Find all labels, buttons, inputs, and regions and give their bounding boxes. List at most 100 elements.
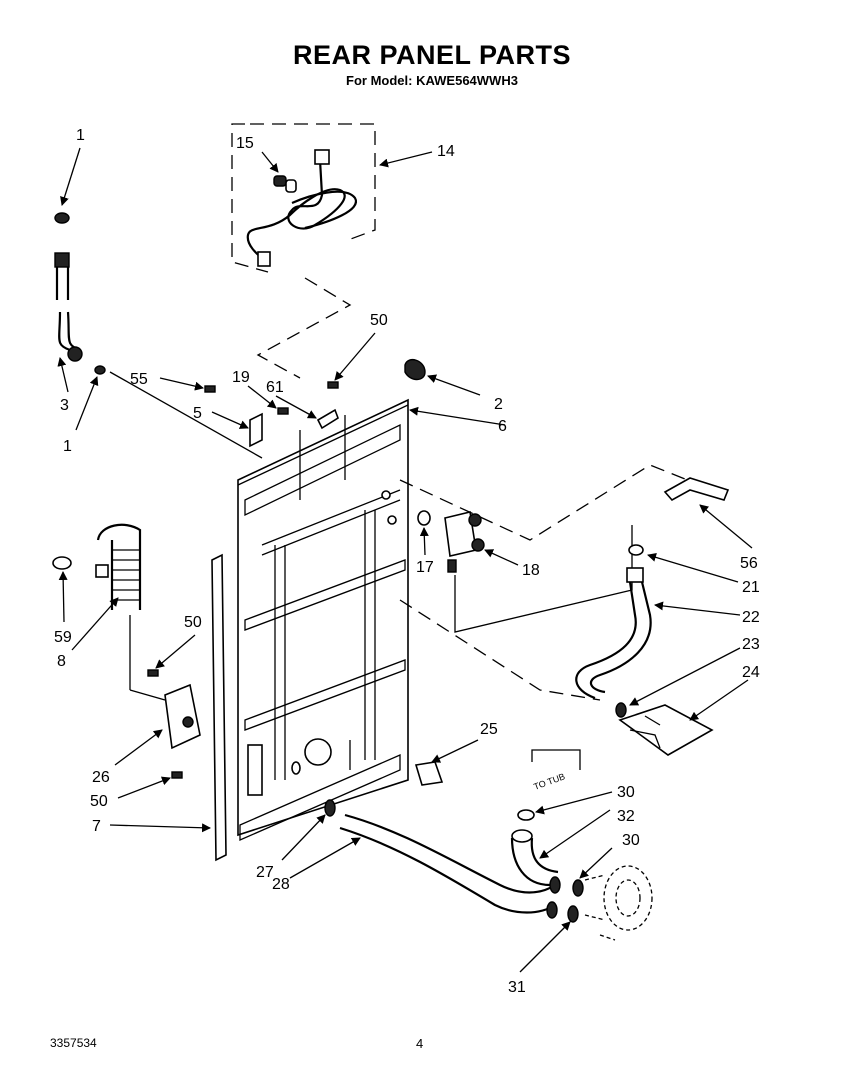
callout-30a: 30 bbox=[617, 784, 635, 801]
panel-opening bbox=[247, 744, 263, 796]
pump-hose-group bbox=[281, 749, 653, 973]
model-subtitle: For Model: KAWE564WWH3 bbox=[346, 73, 518, 88]
washer-1-icon bbox=[54, 212, 70, 224]
screw-50-top-icon bbox=[327, 381, 339, 389]
leader-1b bbox=[75, 376, 99, 431]
leader-26 bbox=[114, 729, 163, 766]
callout-8: 8 bbox=[57, 653, 66, 670]
callout-6: 6 bbox=[498, 418, 507, 435]
leader-19 bbox=[247, 385, 277, 409]
leader-32 bbox=[539, 809, 611, 859]
leader-30b bbox=[579, 847, 613, 879]
hose-nut-icon bbox=[626, 567, 644, 583]
inlet-fitting-group bbox=[54, 147, 106, 431]
panel-bottom-flange bbox=[239, 754, 401, 841]
leader-18 bbox=[484, 549, 519, 566]
leader-1a bbox=[60, 147, 81, 206]
callout-17: 17 bbox=[416, 559, 434, 576]
washer-17-icon bbox=[417, 510, 431, 526]
screw-50-low-icon bbox=[171, 771, 183, 779]
leader-28 bbox=[289, 837, 361, 879]
leader-31 bbox=[519, 921, 571, 973]
fill-hose-22-icon bbox=[575, 581, 637, 700]
leader-7 bbox=[109, 823, 211, 833]
leader-15 bbox=[261, 151, 279, 173]
callout-1a: 1 bbox=[76, 127, 85, 144]
callout-23: 23 bbox=[742, 636, 760, 653]
fitting-tube-icon bbox=[55, 267, 70, 300]
power-cord-icon bbox=[246, 149, 358, 267]
hose-28-icon bbox=[344, 813, 556, 894]
page-number: 4 bbox=[416, 1036, 424, 1051]
callout-56: 56 bbox=[740, 555, 758, 572]
leader-17 bbox=[419, 527, 429, 556]
water-valve-group bbox=[417, 510, 519, 573]
leader-55 bbox=[159, 377, 204, 391]
leader-30a bbox=[535, 791, 613, 815]
screw-50-mid-icon bbox=[147, 669, 159, 677]
callout-27: 27 bbox=[256, 864, 274, 881]
callout-3: 3 bbox=[60, 397, 69, 414]
callout-5: 5 bbox=[193, 405, 202, 422]
fill-hose-group bbox=[575, 544, 741, 718]
leader-14 bbox=[379, 151, 433, 168]
callout-50c: 50 bbox=[90, 793, 108, 810]
fitting-cap-icon bbox=[67, 346, 83, 362]
panel-top-flange bbox=[244, 423, 401, 517]
leader-8 bbox=[71, 597, 119, 651]
callout-25: 25 bbox=[480, 721, 498, 738]
leader-3 bbox=[57, 357, 69, 393]
callout-61: 61 bbox=[266, 379, 284, 396]
callout-55: 55 bbox=[130, 371, 148, 388]
bracket-5-icon bbox=[249, 412, 263, 448]
callout-15: 15 bbox=[236, 135, 254, 152]
callout-22: 22 bbox=[742, 609, 760, 626]
leader-24 bbox=[689, 679, 749, 721]
rear-panel-body bbox=[237, 398, 409, 837]
leader-50a bbox=[334, 332, 376, 381]
leader-61 bbox=[275, 395, 317, 419]
callout-1b: 1 bbox=[63, 438, 72, 455]
clamp-27-icon bbox=[324, 799, 336, 817]
power-cord-box-right bbox=[250, 123, 376, 241]
callout-labels: 1 3 1 15 14 50 55 19 61 5 2 6 17 18 56 2… bbox=[54, 127, 760, 996]
rear-panel bbox=[237, 398, 506, 841]
to-tub-note: TO TUB bbox=[532, 771, 566, 792]
leader-2 bbox=[427, 374, 481, 396]
plug-25 bbox=[414, 739, 479, 786]
fitting-route-line bbox=[109, 371, 263, 459]
clamp-31-icon bbox=[567, 905, 579, 923]
callout-2: 2 bbox=[494, 396, 503, 413]
panel-rib-vertical-right bbox=[364, 510, 376, 760]
screw-55-icon bbox=[204, 385, 216, 393]
clip-61-icon bbox=[316, 408, 339, 430]
callout-26: 26 bbox=[92, 769, 110, 786]
to-tub-line bbox=[531, 749, 581, 770]
panel-rib-vertical-left bbox=[274, 545, 286, 780]
callout-21: 21 bbox=[742, 579, 760, 596]
bracket-route-line bbox=[399, 464, 701, 541]
fitting-nut-icon bbox=[54, 252, 70, 268]
side-strip-body bbox=[211, 553, 227, 862]
callout-50a: 50 bbox=[370, 312, 388, 329]
power-cord-group bbox=[231, 123, 433, 273]
washer-1b-icon bbox=[94, 365, 106, 375]
side-strip bbox=[109, 553, 227, 862]
leader-59 bbox=[58, 571, 68, 623]
callout-50b: 50 bbox=[184, 614, 202, 631]
leader-6 bbox=[409, 406, 506, 426]
callout-59: 59 bbox=[54, 629, 72, 646]
callout-31: 31 bbox=[508, 979, 526, 996]
knob-2-icon bbox=[404, 358, 426, 381]
callout-24: 24 bbox=[742, 664, 760, 681]
clamp-23-icon bbox=[615, 702, 627, 718]
leader-21 bbox=[647, 552, 739, 583]
bracket-24-icon bbox=[618, 704, 714, 756]
leader-50c bbox=[117, 776, 171, 799]
clamp-30-top-icon bbox=[517, 809, 535, 821]
leader-50b bbox=[155, 634, 196, 669]
drain-hose-group bbox=[52, 523, 166, 701]
callout-7: 7 bbox=[92, 818, 101, 835]
callout-14: 14 bbox=[437, 143, 455, 160]
fitting-elbow-icon bbox=[58, 311, 81, 352]
